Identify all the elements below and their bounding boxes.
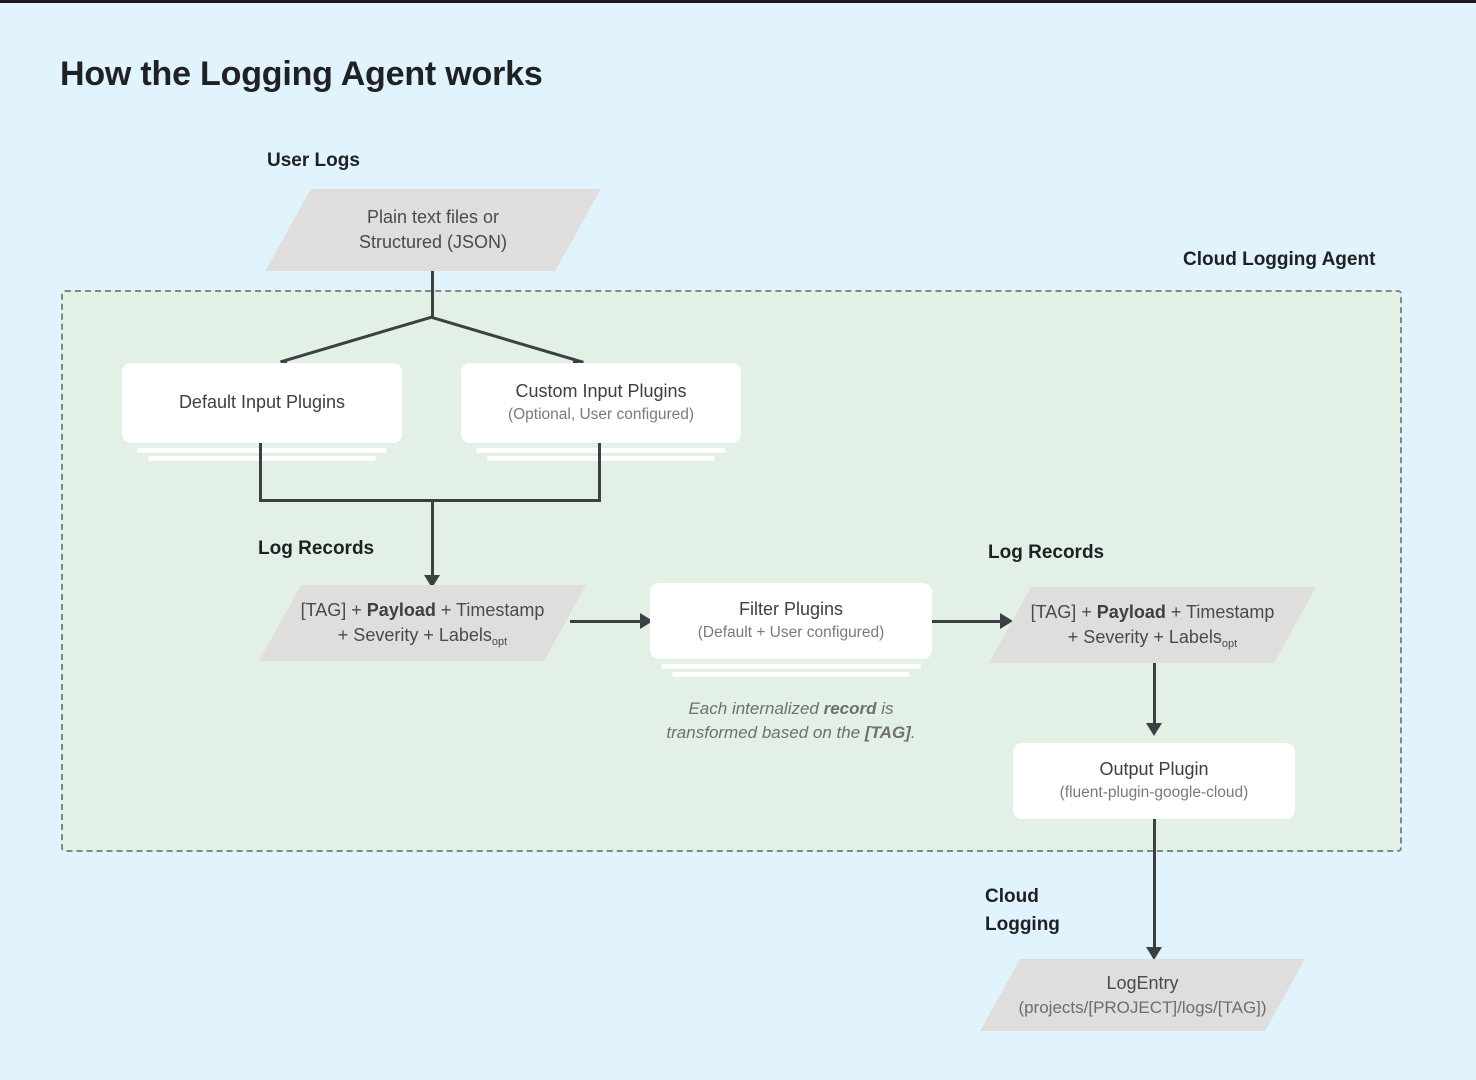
user-logs-source-line1: Plain text files or — [366, 207, 500, 228]
log-record-left-line2: + Severity + Labelsopt — [337, 625, 508, 648]
log-record-right-line1: [TAG] + Payload + Timestamp — [1030, 602, 1275, 623]
log-entry-title: LogEntry — [1106, 972, 1179, 993]
log-record-left-line1: [TAG] + Payload + Timestamp — [300, 600, 545, 621]
label-cloud-logging-agent: Cloud Logging Agent — [1183, 249, 1376, 270]
filter-plugins-stack-1 — [661, 664, 921, 669]
page-title: How the Logging Agent works — [60, 55, 543, 93]
connector-output-to-log-entry — [1153, 819, 1156, 954]
label-log-records-right: Log Records — [988, 542, 1105, 563]
log-record-right-line2: + Severity + Labelsopt — [1067, 627, 1238, 650]
custom-input-plugins-title: Custom Input Plugins — [515, 380, 687, 401]
default-input-plugins-title: Default Input Plugins — [178, 392, 346, 413]
custom-input-plugins-stack-1 — [476, 448, 726, 453]
filter-plugins-sub: (Default + User configured) — [697, 624, 885, 642]
label-log-records-left: Log Records — [258, 538, 375, 559]
custom-input-plugins-stack-2 — [487, 456, 715, 461]
filter-plugins-stack-2 — [672, 672, 910, 677]
node-log-record-left: [TAG] + Payload + Timestamp + Severity +… — [258, 585, 587, 661]
arrowhead-output-to-log-entry — [1146, 947, 1162, 960]
label-cloud-logging: Cloud Logging — [985, 886, 1060, 935]
node-output-plugin[interactable]: Output Plugin (fluent-plugin-google-clou… — [1013, 743, 1295, 819]
connector-default-input-down — [259, 443, 262, 501]
node-log-entry: LogEntry (projects/[PROJECT]/logs/[TAG]) — [980, 959, 1305, 1031]
node-custom-input-plugins[interactable]: Custom Input Plugins (Optional, User con… — [461, 363, 741, 443]
output-plugin-title: Output Plugin — [1099, 758, 1209, 779]
node-filter-plugins[interactable]: Filter Plugins (Default + User configure… — [650, 583, 932, 659]
output-plugin-sub: (fluent-plugin-google-cloud) — [1059, 784, 1249, 802]
arrowhead-log-record-to-output — [1146, 723, 1162, 736]
connector-log-record-to-output — [1153, 663, 1156, 729]
log-entry-sub: (projects/[PROJECT]/logs/[TAG]) — [1018, 997, 1267, 1017]
connector-source-to-fork — [431, 271, 434, 317]
custom-input-plugins-sub: (Optional, User configured) — [507, 406, 695, 424]
node-default-input-plugins[interactable]: Default Input Plugins — [122, 363, 402, 443]
connector-custom-input-down — [598, 443, 601, 501]
connector-merge-to-log-record — [431, 499, 434, 583]
connector-inputs-merge-bar — [259, 499, 601, 502]
annotation-transform-note: Each internalized record is transformed … — [666, 699, 916, 743]
arrowhead-merge-to-log-record — [424, 575, 440, 588]
connector-filter-to-log-record-right — [932, 620, 1008, 623]
arrowhead-log-record-to-filter — [640, 613, 653, 629]
label-user-logs: User Logs — [267, 150, 360, 171]
default-input-plugins-stack-1 — [137, 448, 387, 453]
user-logs-source-line2: Structured (JSON) — [358, 232, 508, 252]
node-log-record-right: [TAG] + Payload + Timestamp + Severity +… — [988, 587, 1317, 663]
filter-plugins-title: Filter Plugins — [738, 598, 844, 619]
default-input-plugins-stack-2 — [148, 456, 376, 461]
node-user-logs-source: Plain text files or Structured (JSON) — [265, 189, 601, 271]
connector-log-record-to-filter — [570, 620, 642, 623]
